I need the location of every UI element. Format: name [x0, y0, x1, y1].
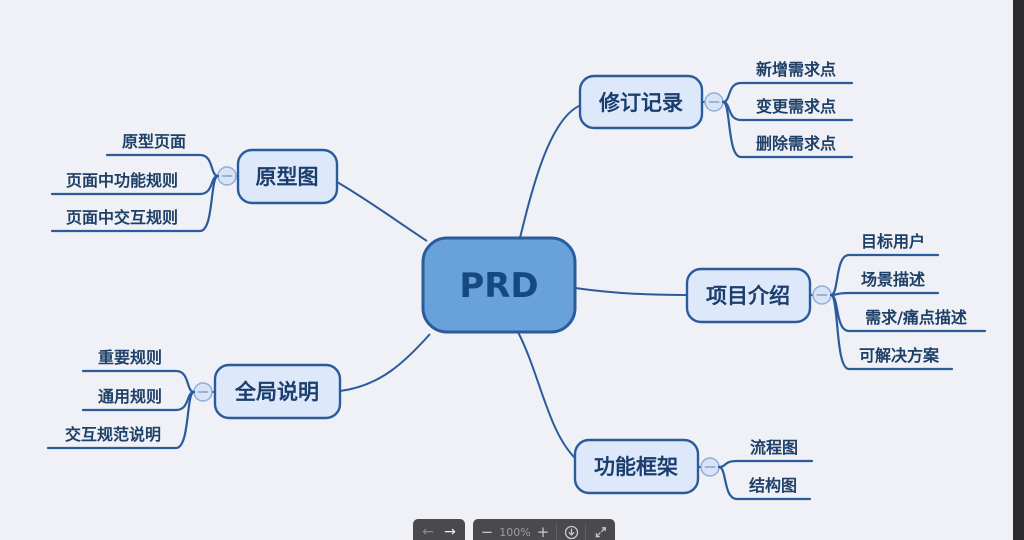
- subtopic-label[interactable]: 目标用户: [861, 232, 925, 251]
- root-label-prd[interactable]: PRD: [459, 266, 538, 306]
- history-nav-group: ← →: [413, 519, 465, 540]
- topic-label-function[interactable]: 功能框架: [594, 455, 678, 479]
- collapse-button-prototype[interactable]: [217, 166, 237, 186]
- collapse-button-project[interactable]: [812, 285, 832, 305]
- subtopic-label[interactable]: 结构图: [748, 476, 797, 495]
- root-node-prd[interactable]: [421, 236, 577, 334]
- zoom-out-button[interactable]: −: [477, 521, 497, 540]
- subtopic-underline[interactable]: [829, 293, 954, 371]
- collapse-button-global[interactable]: [193, 382, 213, 402]
- subtopic-underline[interactable]: [829, 253, 940, 297]
- subtopic-underline[interactable]: [829, 291, 940, 297]
- zoom-control-group: − 100% +: [473, 519, 615, 540]
- subtopic-label[interactable]: 页面中功能规则: [66, 171, 178, 190]
- minus-icon: −: [480, 523, 494, 540]
- back-arrow-icon: ←: [422, 524, 434, 540]
- subtopic-underline[interactable]: [717, 465, 812, 501]
- bottom-toolbar: ← → − 100% +: [413, 519, 615, 540]
- topic-label-prototype[interactable]: 原型图: [256, 165, 319, 189]
- subtopic-label[interactable]: 流程图: [750, 438, 798, 457]
- zoom-level-value[interactable]: 100%: [499, 525, 531, 539]
- collapse-button-function[interactable]: [700, 457, 720, 477]
- subtopic-label[interactable]: 页面中交互规则: [66, 208, 178, 227]
- forward-arrow-icon: →: [444, 524, 456, 540]
- subtopic-label[interactable]: 新增需求点: [756, 60, 836, 79]
- subtopic-underline[interactable]: [46, 390, 196, 450]
- redo-forward-button[interactable]: →: [439, 521, 461, 540]
- screen-edge-bar: [1013, 0, 1024, 540]
- toolbar-divider: [585, 524, 586, 540]
- subtopic-label[interactable]: 重要规则: [98, 348, 162, 367]
- subtopic-underline[interactable]: [81, 369, 196, 394]
- subtopic-label[interactable]: 场景描述: [861, 270, 925, 289]
- subtopic-label[interactable]: 删除需求点: [756, 134, 836, 153]
- fit-view-button[interactable]: [589, 521, 611, 540]
- topic-label-global[interactable]: 全局说明: [234, 380, 319, 404]
- subtopic-underline[interactable]: [50, 174, 220, 233]
- collapse-button-revision[interactable]: [704, 92, 724, 112]
- toolbar-divider: [556, 524, 557, 540]
- fit-view-icon: [595, 526, 606, 537]
- subtopic-label[interactable]: 可解决方案: [859, 346, 940, 365]
- circle-down-arrow-icon: [564, 525, 578, 539]
- connector-root-to-prototype: [336, 181, 428, 242]
- connector-root-to-global: [339, 333, 431, 392]
- center-view-button[interactable]: [560, 521, 582, 540]
- subtopic-label[interactable]: 变更需求点: [756, 97, 836, 116]
- connector-root-to-project: [574, 287, 688, 296]
- subtopic-label[interactable]: 交互规范说明: [65, 425, 161, 444]
- subtopic-label[interactable]: 通用规则: [98, 387, 162, 406]
- connector-root-to-function: [517, 331, 577, 460]
- subtopic-label[interactable]: 需求/痛点描述: [865, 308, 967, 327]
- subtopic-underline[interactable]: [721, 100, 854, 159]
- subtopic-underline[interactable]: [105, 153, 220, 178]
- subtopic-label[interactable]: 原型页面: [122, 132, 186, 151]
- topic-label-revision[interactable]: 修订记录: [598, 91, 683, 115]
- subtopic-underline[interactable]: [717, 459, 814, 469]
- zoom-in-button[interactable]: +: [533, 521, 553, 540]
- connector-root-to-revision: [519, 104, 582, 239]
- topic-label-project[interactable]: 项目介绍: [706, 284, 790, 308]
- undo-back-button[interactable]: ←: [417, 521, 439, 540]
- plus-icon: +: [536, 523, 550, 540]
